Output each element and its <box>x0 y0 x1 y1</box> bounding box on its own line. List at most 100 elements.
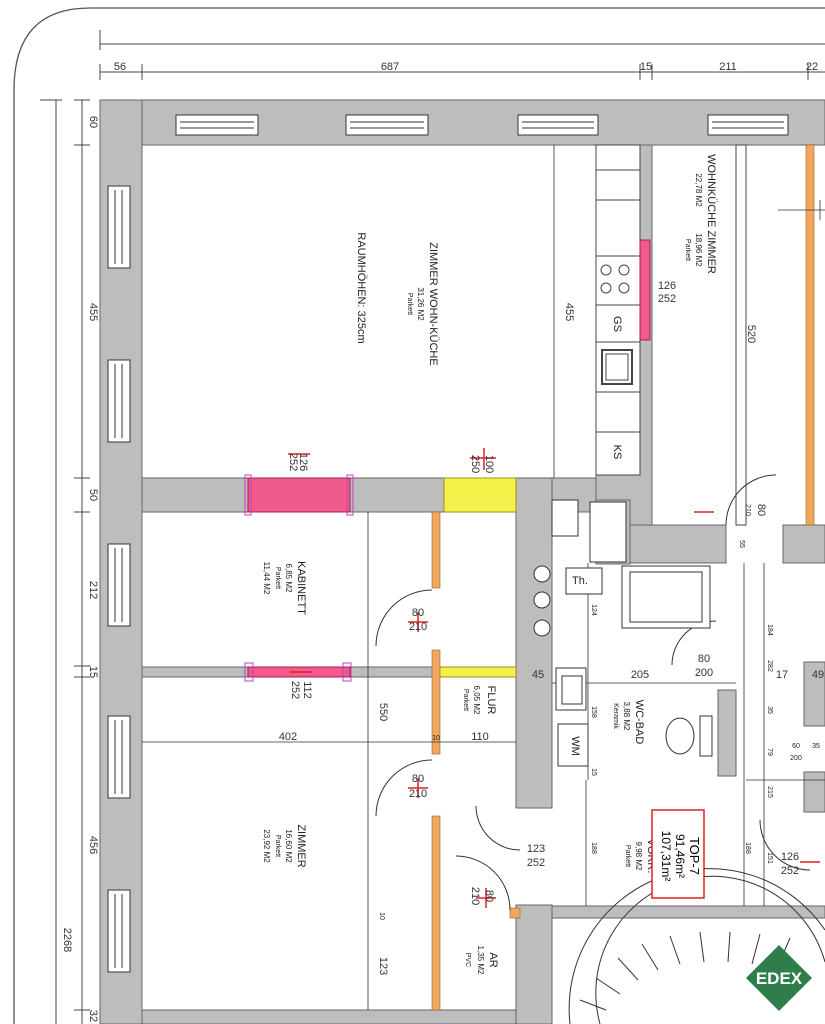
room-wcbad-floor: Keramik <box>612 703 619 729</box>
room-height-note: RAUMHÖHEN: 325cm <box>355 232 367 343</box>
dim-282: 282 <box>766 660 773 672</box>
dishwasher-label: GS <box>611 316 623 332</box>
dim-15: 15 <box>590 768 597 776</box>
door-4-w: 112 <box>301 681 313 699</box>
unit-area-2: 107,31m² <box>659 831 673 882</box>
edex-logo-mark: EDEX <box>746 945 812 1011</box>
dim-215: 215 <box>766 786 773 798</box>
room-wohnkueche2-floor: Parkett <box>684 239 691 261</box>
dim-184: 184 <box>766 624 773 636</box>
dim-79: 79 <box>766 748 773 756</box>
room-ar-floor: PVC <box>464 953 471 967</box>
dim-158: 158 <box>590 706 597 718</box>
dim-room-520: 520 <box>745 325 757 343</box>
dimension-chain-top: 56 687 15 211 22 <box>99 30 825 80</box>
dim-35: 35 <box>766 706 773 714</box>
kitchen-counter <box>595 144 641 476</box>
room-wcbad-name: WC-BAD <box>633 700 645 745</box>
dim-124: 124 <box>590 604 597 616</box>
door-3-w: 126 <box>658 280 676 292</box>
dim-35b: 35 <box>812 743 820 750</box>
door-2-h: 250 <box>469 455 481 473</box>
bathroom-fixtures <box>533 499 713 767</box>
room-wohnkueche2-area: 22,78 M2 <box>694 173 703 207</box>
dim-55: 55 <box>738 540 745 548</box>
room-zimmer-area: 23,92 M2 <box>262 829 271 863</box>
dim-top-5: 22 <box>806 61 818 73</box>
dim-151: 151 <box>766 852 773 864</box>
room-flur-area: 6,05 M2 <box>472 686 481 715</box>
door-2-w: 100 <box>483 455 495 473</box>
door-10-w: 123 <box>527 843 545 855</box>
dim-188-a: 188 <box>590 842 597 854</box>
door-7-w: 80 <box>755 504 767 516</box>
room-ar-name: AR <box>487 952 499 967</box>
room-kabinett-floor: Parkett <box>274 567 281 589</box>
sheet-border <box>13 7 825 1024</box>
dim-left-3: 50 <box>87 489 99 501</box>
room-wohnkueche-name: ZIMMER WOHN-KÜCHE <box>427 242 439 365</box>
dim-200: 200 <box>790 755 802 762</box>
towel-heater-label: Th. <box>572 575 588 587</box>
room-zimmer-name: ZIMMER <box>295 824 307 867</box>
room-wcbad-area: 3,88 M2 <box>622 702 631 731</box>
room-vorr-floor: Parkett <box>624 845 631 867</box>
fridge-label: KS <box>611 445 623 460</box>
dim-123: 123 <box>377 957 389 975</box>
room-kabinett-area: 11,44 M2 <box>262 562 271 595</box>
door-9-w: 80 <box>483 890 495 902</box>
dim-left-1: 60 <box>87 116 99 128</box>
door-6-h: 210 <box>409 788 427 800</box>
room-wohnkueche2-name: WOHNKÜCHE ZIMMER <box>705 154 717 274</box>
room-zimmer-floor: Parkett <box>274 835 281 857</box>
unit-summary-box: TOP-7 91,46m² 107,31m² <box>651 809 705 899</box>
door-9-h: 210 <box>469 887 481 905</box>
door-3-h: 252 <box>658 293 676 305</box>
room-kabinett-name: KABINETT <box>295 561 307 615</box>
dim-left-2: 455 <box>87 303 99 321</box>
dim-top-1: 56 <box>114 61 126 73</box>
dim-top-3: 15 <box>640 61 652 73</box>
logo-diamond <box>746 945 812 1011</box>
dim-49: 49 <box>812 669 824 681</box>
door-4-h: 252 <box>289 681 301 699</box>
dim-10: 10 <box>432 735 440 742</box>
door-8-w: 80 <box>698 653 710 665</box>
dim-top-4: 211 <box>719 61 737 73</box>
dim-left-4: 212 <box>87 581 99 599</box>
dim-110: 110 <box>471 731 489 743</box>
dim-kitchen-depth: 455 <box>563 303 575 321</box>
exterior-walls <box>99 99 825 1024</box>
dim-205: 205 <box>631 669 649 681</box>
washer-label: WM <box>569 736 581 756</box>
dim-left-7: 32 <box>87 1010 99 1022</box>
dim-402: 402 <box>279 731 297 743</box>
room-wohnkueche2-area2: 18,96 M2 <box>694 233 703 267</box>
door-frames <box>431 144 815 1011</box>
dim-45: 45 <box>532 669 544 681</box>
room-wohnkueche-floor: Parkett <box>406 293 413 315</box>
dim-10b: 10 <box>378 912 385 920</box>
door-6-w: 80 <box>412 773 424 785</box>
room-zimmer-area2: 16,60 M2 <box>284 829 293 863</box>
door-labels: 126 252 100 250 126 252 112 252 80 210 8… <box>287 280 799 905</box>
red-markers <box>288 448 820 908</box>
room-ar-area: 1,35 M2 <box>476 946 485 975</box>
door-1-h: 252 <box>287 453 299 471</box>
unit-area-1: 91,46m² <box>673 834 687 878</box>
room-flur-floor: Parkett <box>462 689 469 711</box>
room-labels: ZIMMER WOHN-KÜCHE 31,26 M2 Parkett RAUMH… <box>262 154 717 975</box>
door-7-h: 210 <box>744 504 751 516</box>
door-11-h: 252 <box>781 865 799 877</box>
door-1-w: 126 <box>297 453 309 471</box>
edex-logo: EDEX <box>744 943 814 1013</box>
interior-dimensions <box>142 145 825 1010</box>
dim-left-total: 2268 <box>61 928 73 952</box>
logo-text: EDEX <box>756 969 803 988</box>
dim-60: 60 <box>792 743 800 750</box>
room-wohnkueche-area: 31,26 M2 <box>416 287 425 321</box>
door-10-h: 252 <box>527 857 545 869</box>
dim-188-b: 188 <box>744 842 751 854</box>
room-kabinett-area2: 6,85 M2 <box>284 564 293 593</box>
